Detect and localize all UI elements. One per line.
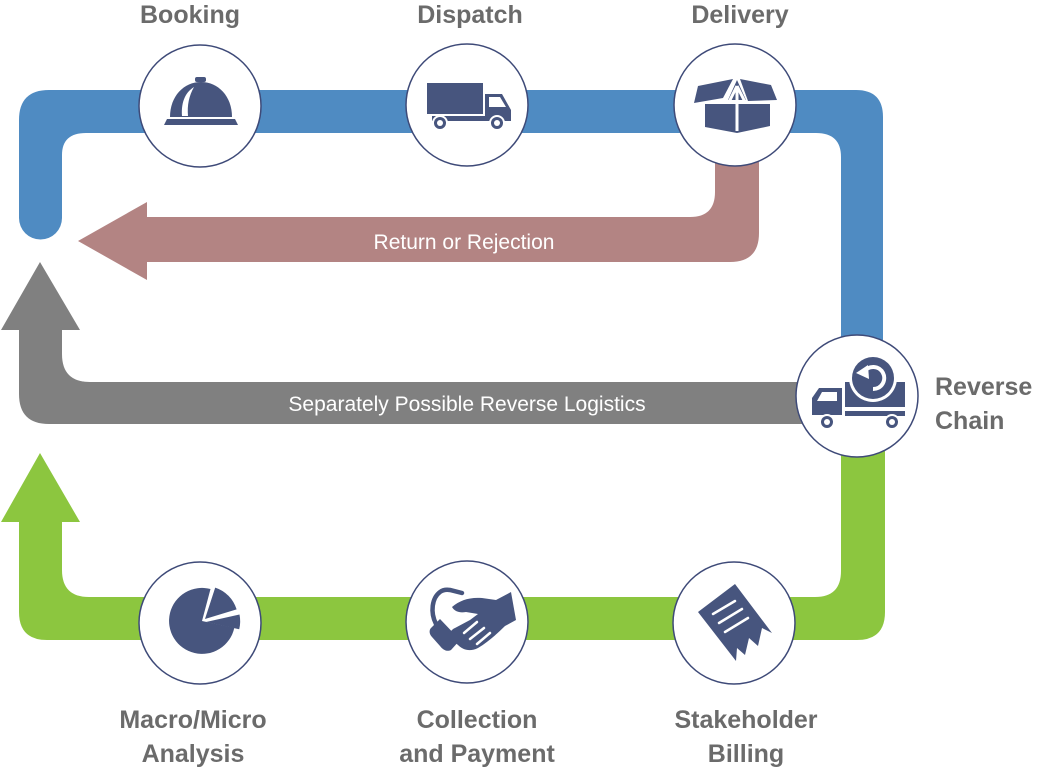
reverse-chain-node	[795, 334, 919, 458]
reverse-logistics-label: Separately Possible Reverse Logistics	[288, 393, 645, 416]
handshake-icon	[429, 587, 516, 651]
open-box-icon	[694, 79, 777, 133]
pie-chart-icon	[169, 587, 241, 654]
collection-payment-label-line1: Collection	[417, 706, 538, 734]
return-rejection-label: Return or Rejection	[374, 231, 555, 254]
truck-icon	[427, 83, 511, 131]
service-bell-icon	[164, 77, 238, 125]
stakeholder-billing-label-line2: Billing	[708, 740, 784, 768]
reverse-chain-label-line2: Chain	[935, 407, 1004, 435]
macro-micro-analysis-node	[138, 561, 262, 685]
booking-label: Booking	[140, 1, 240, 29]
dispatch-label: Dispatch	[417, 1, 523, 29]
collection-payment-label-line2: and Payment	[399, 740, 555, 768]
return-rejection-arrow	[78, 150, 759, 280]
receipt-icon	[698, 584, 772, 661]
stakeholder-billing-label-line1: Stakeholder	[674, 706, 817, 734]
delivery-node	[673, 43, 797, 167]
reverse-chain-label-line1: Reverse	[935, 373, 1032, 401]
forward-flow-band	[19, 90, 883, 345]
reverse-logistics-arrow	[1, 262, 825, 424]
booking-node	[138, 44, 262, 168]
macro-micro-analysis-label-line1: Macro/Micro	[119, 706, 266, 734]
reverse-truck-icon	[812, 354, 905, 430]
delivery-label: Delivery	[691, 1, 788, 29]
collection-payment-node	[405, 560, 529, 684]
dispatch-node	[405, 43, 529, 167]
macro-micro-analysis-label-line2: Analysis	[142, 740, 245, 768]
stakeholder-billing-node	[672, 561, 796, 685]
